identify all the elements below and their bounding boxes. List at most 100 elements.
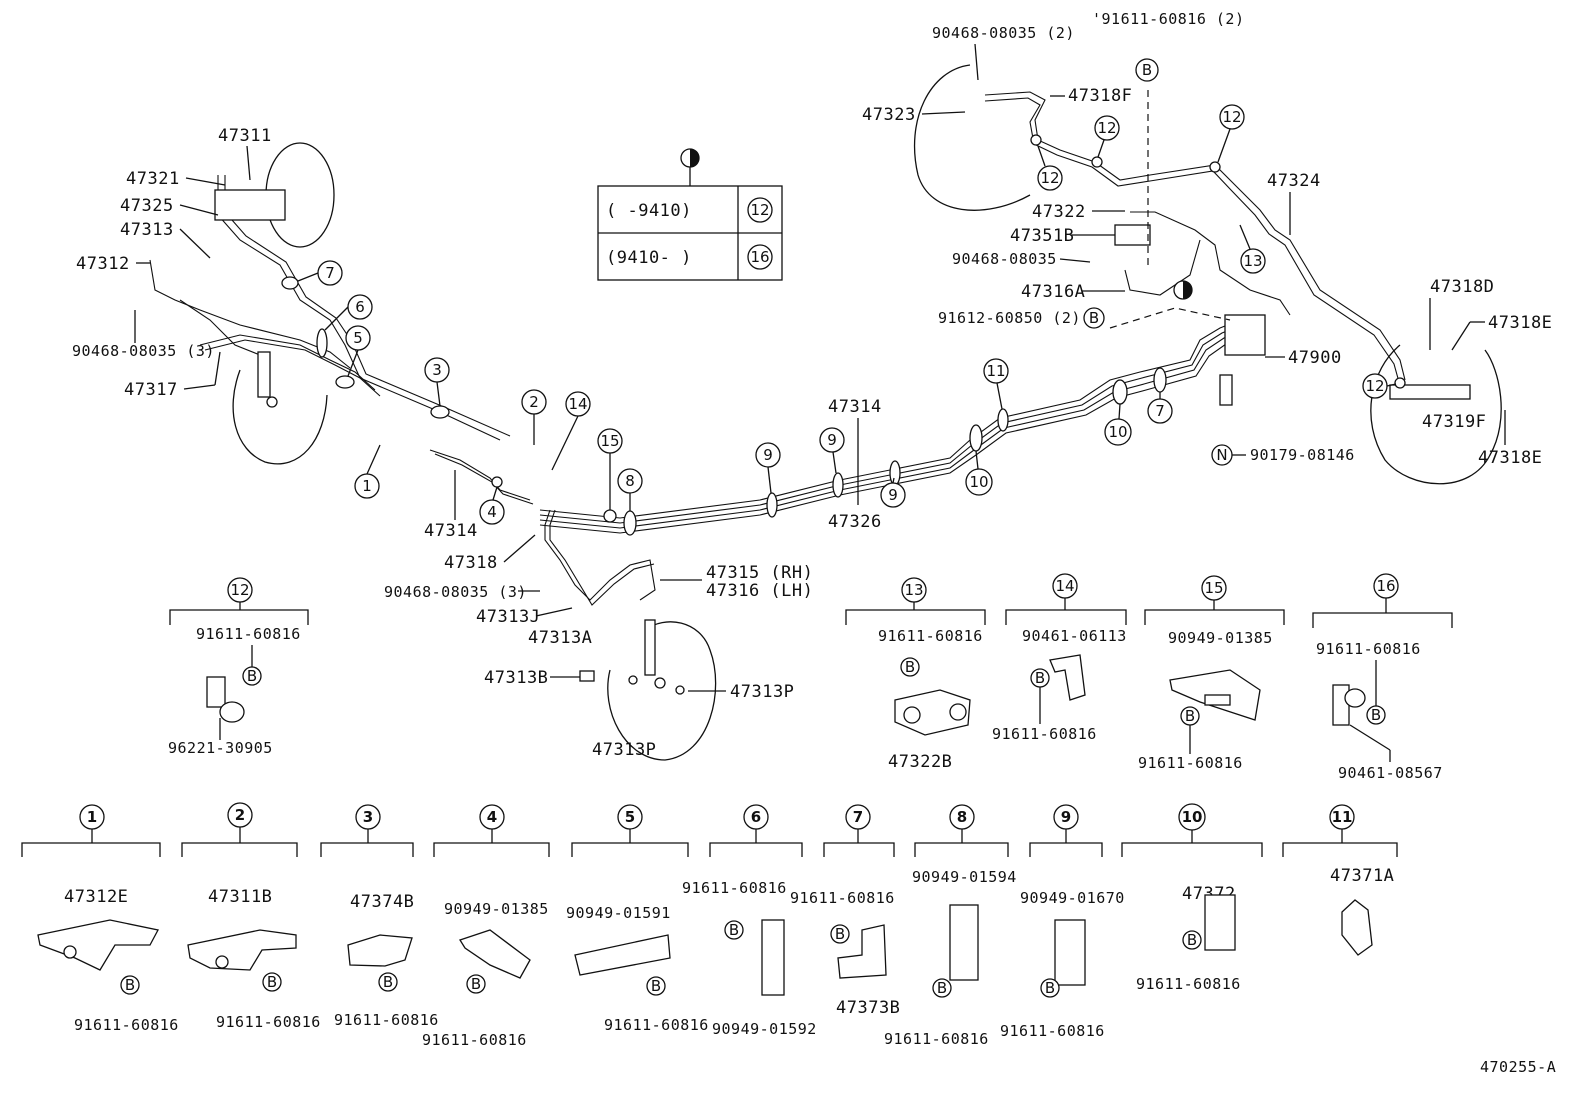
rear-right-pipes <box>913 64 1502 485</box>
label-47326: 47326 <box>828 512 882 532</box>
detail-16-part1: 91611-60816 <box>1316 640 1421 658</box>
detail-6-part2: 90949-01592 <box>712 1020 817 1038</box>
marker-n: N <box>1216 446 1227 464</box>
label-47315: 47315 (RH) <box>706 563 813 583</box>
label-47351B: 47351B <box>1010 226 1074 246</box>
callout-10b: 10 <box>1108 423 1127 441</box>
label-47317: 47317 <box>124 380 178 400</box>
detail-8-ref: 8 <box>957 808 967 826</box>
callout-7a: 7 <box>325 264 335 282</box>
detail-2: 2 47311B B 91611-60816 <box>181 802 321 1031</box>
label-90468-3b: 90468-08035 (3) <box>384 583 527 601</box>
detail-4-part2: 91611-60816 <box>422 1031 527 1049</box>
detail-3-marker: B <box>383 973 393 991</box>
callout-10a: 10 <box>969 473 988 491</box>
half-filled-marker <box>1173 280 1193 300</box>
detail-16: 16 91611-60816 B 90461-08567 <box>1312 573 1453 782</box>
callout-13: 13 <box>1243 252 1262 270</box>
detail-9-ref: 9 <box>1061 808 1071 826</box>
figure-id: 470255-A <box>1480 1058 1556 1076</box>
detail-15-part1: 90949-01385 <box>1168 629 1273 647</box>
label-90468-3a: 90468-08035 (3) <box>72 342 215 360</box>
detail-4-marker: B <box>471 975 481 993</box>
detail-16-part2: 90461-08567 <box>1338 764 1443 782</box>
callout-12a: 12 <box>1097 119 1116 137</box>
detail-2-part1: 47311B <box>208 887 272 907</box>
label-47313J: 47313J <box>476 607 540 627</box>
label-47313P-right: 47313P <box>730 682 794 702</box>
detail-13-part2: 47322B <box>888 752 952 772</box>
callout-9a: 9 <box>763 446 773 464</box>
detail-5-ref: 5 <box>625 808 635 826</box>
detail-11-part1: 47371A <box>1330 866 1394 886</box>
detail-3: 3 47374B B 91611-60816 <box>320 804 439 1029</box>
detail-7-ref: 7 <box>853 808 863 826</box>
detail-9-marker: B <box>1045 979 1055 997</box>
detail-5: 5 90949-01591 B 91611-60816 <box>566 804 709 1034</box>
label-91611-2: '91611-60816 (2) <box>1092 10 1245 28</box>
detail-6-marker: B <box>729 921 739 939</box>
detail-3-part2: 91611-60816 <box>334 1011 439 1029</box>
detail-14: 14 90461-06113 B 91611-60816 <box>992 573 1127 743</box>
label-47322: 47322 <box>1032 202 1086 222</box>
label-47325: 47325 <box>120 196 174 216</box>
detail-7-marker: B <box>835 925 845 943</box>
detail-10: 10 47372 B 91611-60816 <box>1121 803 1263 993</box>
label-47900: 47900 <box>1288 348 1342 368</box>
table-row2-range: (9410- ) <box>606 248 692 268</box>
detail-7: 7 91611-60816 B 47373B <box>790 804 900 1018</box>
label-91612: 91612-60850 (2) <box>938 309 1081 327</box>
detail-10-marker: B <box>1187 931 1197 949</box>
label-47318F: 47318F <box>1068 86 1132 106</box>
label-47324: 47324 <box>1267 171 1321 191</box>
callout-14: 14 <box>568 395 587 413</box>
rear-hose-assembly <box>544 509 717 761</box>
detail-11: 11 47371A <box>1282 804 1398 956</box>
callout-4: 4 <box>487 503 497 521</box>
detail-5-marker: B <box>651 977 661 995</box>
callout-12b: 12 <box>1040 169 1059 187</box>
label-47318E-top: 47318E <box>1488 313 1552 333</box>
callout-2: 2 <box>529 393 539 411</box>
detail-14-part2: 91611-60816 <box>992 725 1097 743</box>
detail-10-part2: 91611-60816 <box>1136 975 1241 993</box>
label-47313: 47313 <box>120 220 174 240</box>
detail-15-part2: 91611-60816 <box>1138 754 1243 772</box>
detail-9-part2: 91611-60816 <box>1000 1022 1105 1040</box>
callout-5: 5 <box>353 329 363 347</box>
detail-1-part1: 47312E <box>64 887 128 907</box>
detail-7-part1: 91611-60816 <box>790 889 895 907</box>
detail-10-ref: 10 <box>1182 808 1203 826</box>
label-47319F: 47319F <box>1422 412 1486 432</box>
callouts-main: 1 2 3 4 5 6 7 14 15 8 9 9 9 11 10 10 7 1… <box>297 104 1397 525</box>
callout-9b: 9 <box>827 431 837 449</box>
label-90468-2: 90468-08035 (2) <box>932 24 1075 42</box>
detail-2-part2: 91611-60816 <box>216 1013 321 1031</box>
detail-2-marker: B <box>267 973 277 991</box>
detail-12-marker: B <box>247 667 257 685</box>
detail-15-ref: 15 <box>1204 579 1223 597</box>
detail-13: 13 91611-60816 B 47322B <box>845 577 986 772</box>
detail-14-ref: 14 <box>1055 577 1074 595</box>
detail-1-marker: B <box>125 976 135 994</box>
detail-5-part2: 91611-60816 <box>604 1016 709 1034</box>
callout-1: 1 <box>362 477 372 495</box>
callout-15: 15 <box>600 432 619 450</box>
callout-6: 6 <box>355 298 365 316</box>
detail-9: 9 90949-01670 B 91611-60816 <box>1000 804 1125 1040</box>
detail-13-marker: B <box>905 658 915 676</box>
detail-9-part1: 90949-01670 <box>1020 889 1125 907</box>
label-90179: 90179-08146 <box>1250 446 1355 464</box>
label-47323: 47323 <box>862 105 916 125</box>
callout-11: 11 <box>986 362 1005 380</box>
detail-11-ref: 11 <box>1332 808 1353 826</box>
front-left-pipes <box>149 142 617 523</box>
main-brake-pipe-bundle <box>539 319 1247 536</box>
detail-6: 6 91611-60816 B 90949-01592 <box>682 804 817 1038</box>
label-47314b: 47314 <box>828 397 882 417</box>
label-47311: 47311 <box>218 126 272 146</box>
detail-13-part1: 91611-60816 <box>878 627 983 645</box>
callout-3: 3 <box>432 361 442 379</box>
